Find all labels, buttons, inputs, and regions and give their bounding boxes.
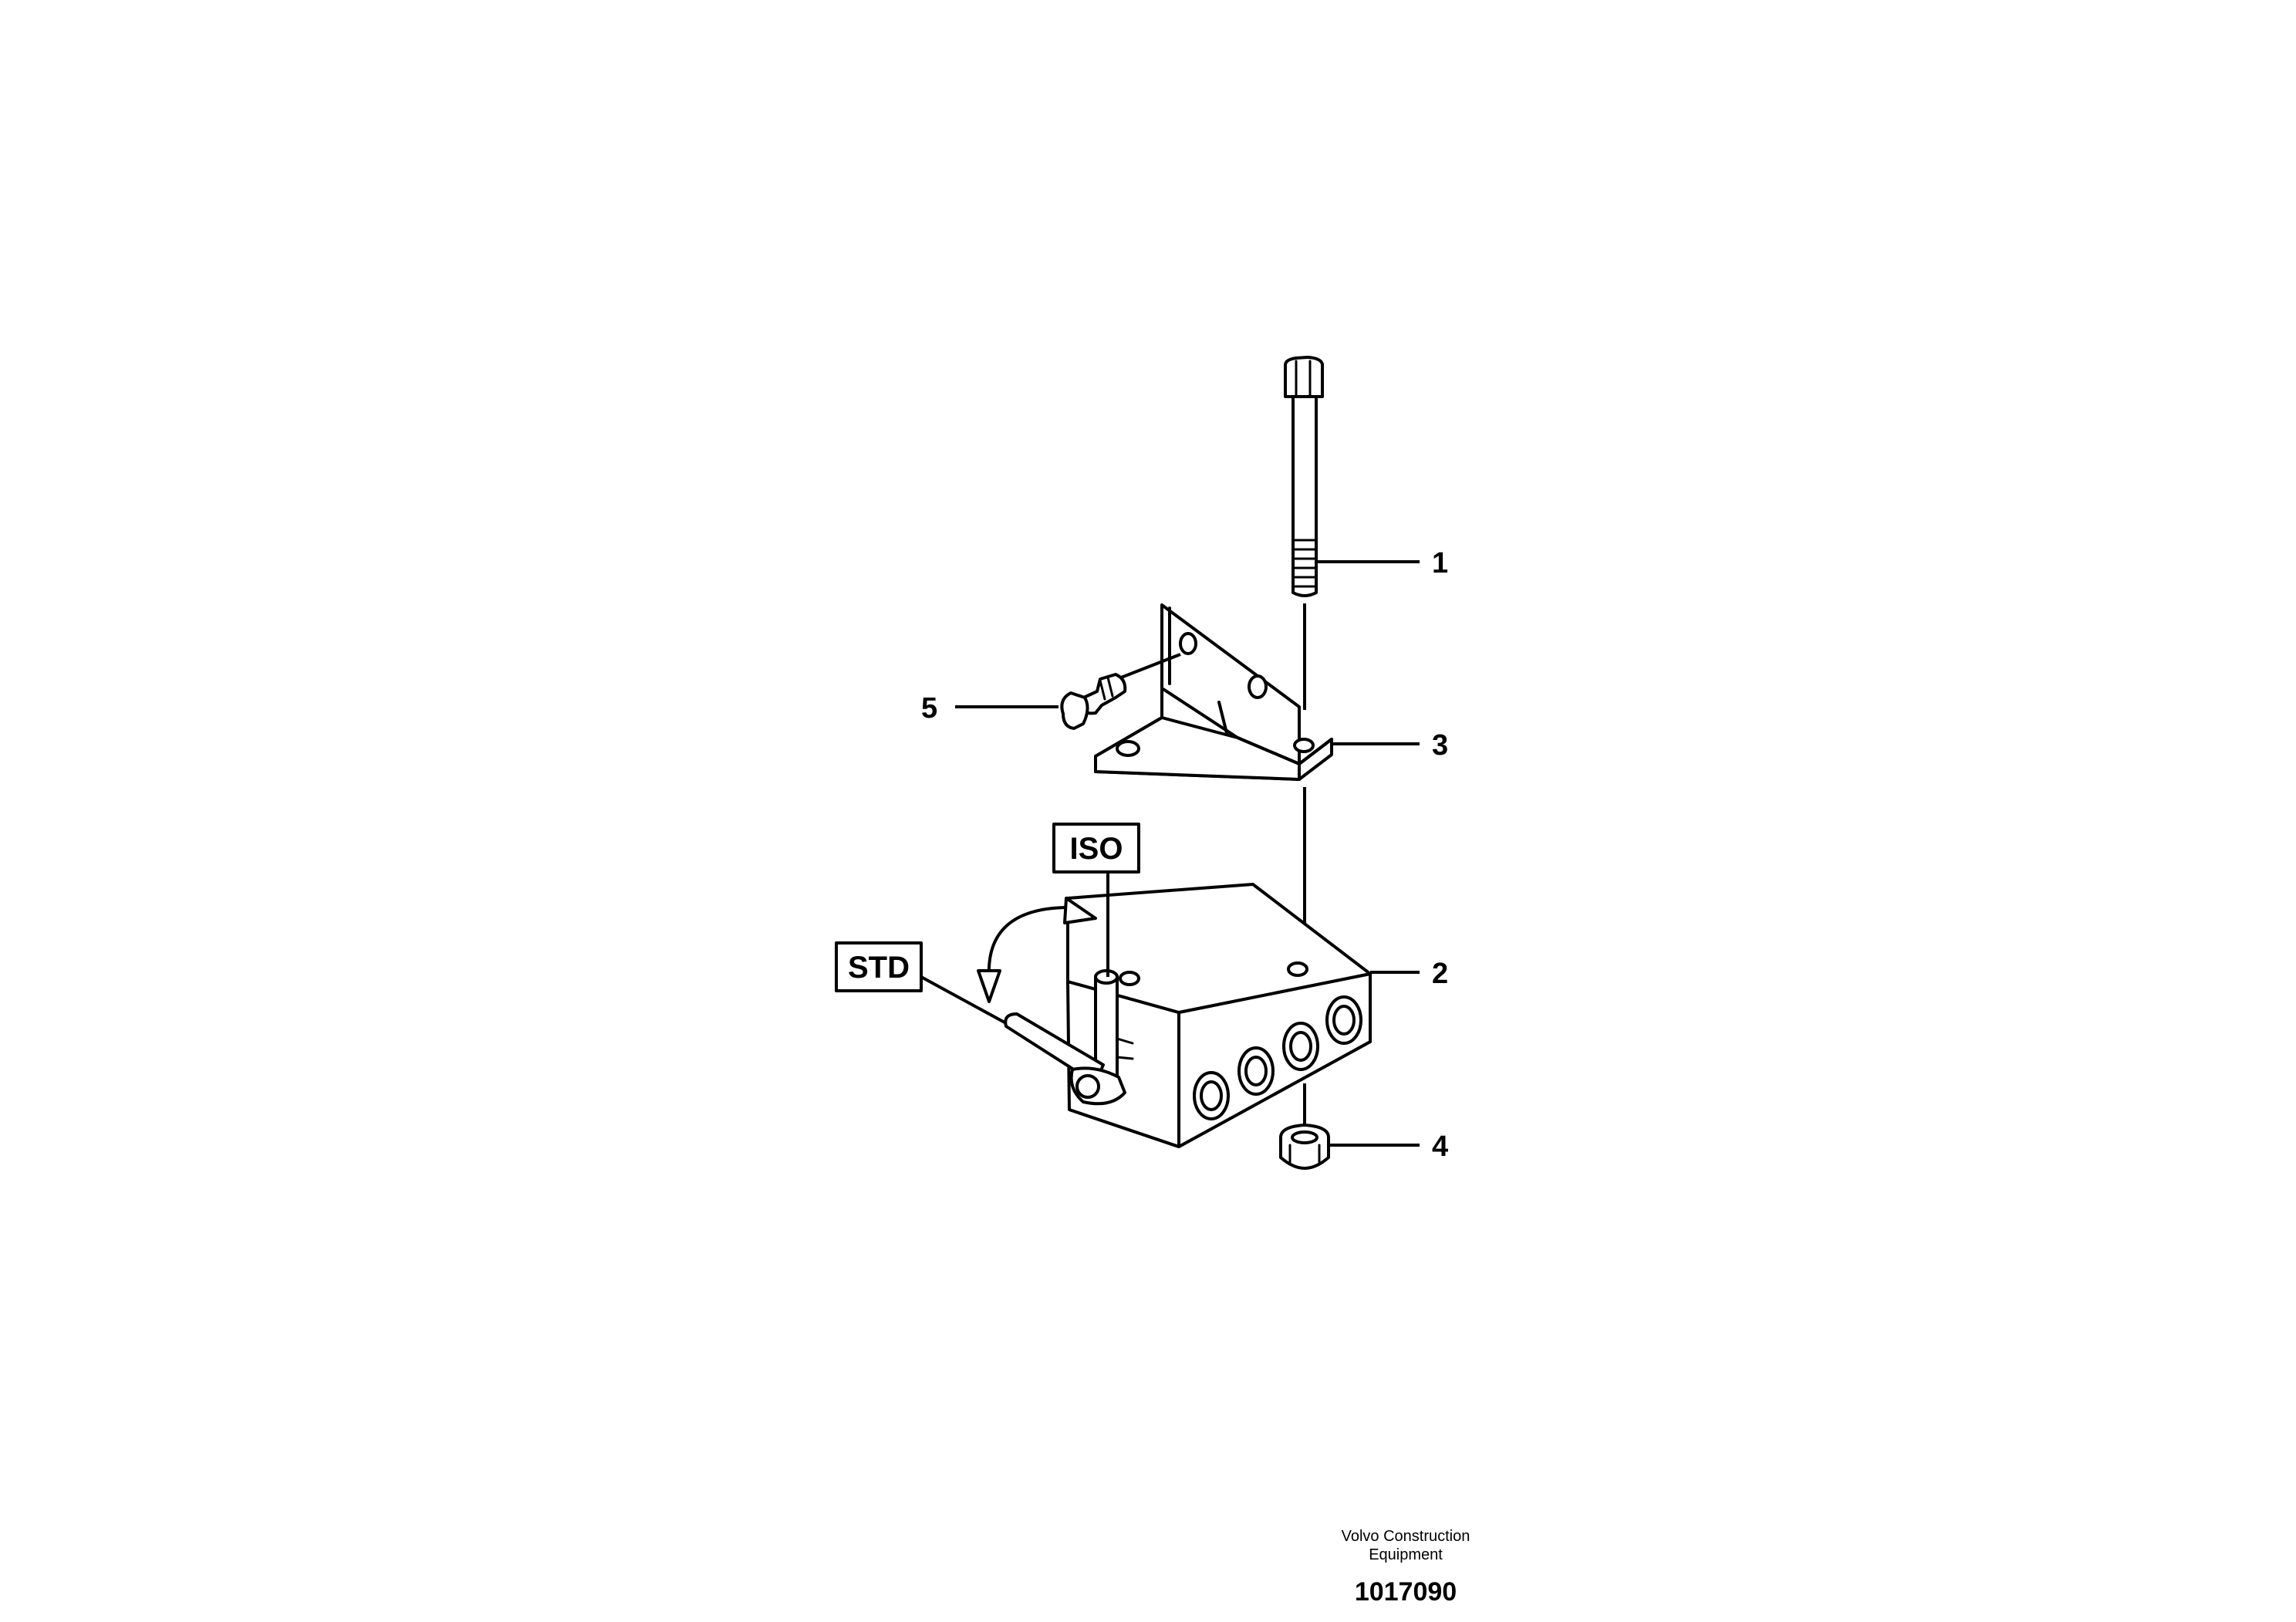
document-number: 1017090 [1355,1577,1457,1607]
rotation-arrowhead-iso [1063,897,1097,924]
std-label-box [835,941,923,992]
nut-part-4 [1279,1124,1330,1170]
callout-3: 3 [1432,729,1448,762]
callout-5: 5 [921,692,937,725]
valve-block-part-2 [1066,883,1372,1148]
std-leader-line [920,975,1007,1025]
screw-axis-line [1116,653,1181,681]
callout-4: 4 [1432,1130,1448,1163]
callout-2: 2 [1432,958,1448,990]
std-label: STD [848,951,910,985]
selector-lever [1004,969,1134,1106]
iso-label-box [1052,823,1140,874]
callout-1: 1 [1432,547,1448,580]
bolt-part-1 [1284,356,1324,597]
iso-label: ISO [1070,832,1123,866]
company-name-line-1: Volvo Construction [1342,1528,1470,1545]
rotation-arrow [987,906,1068,978]
bracket-part-3 [1094,603,1333,781]
company-name-line-2: Equipment [1369,1546,1443,1563]
rotation-arrowhead-std [977,969,1001,1003]
screw-part-5 [1060,673,1127,730]
